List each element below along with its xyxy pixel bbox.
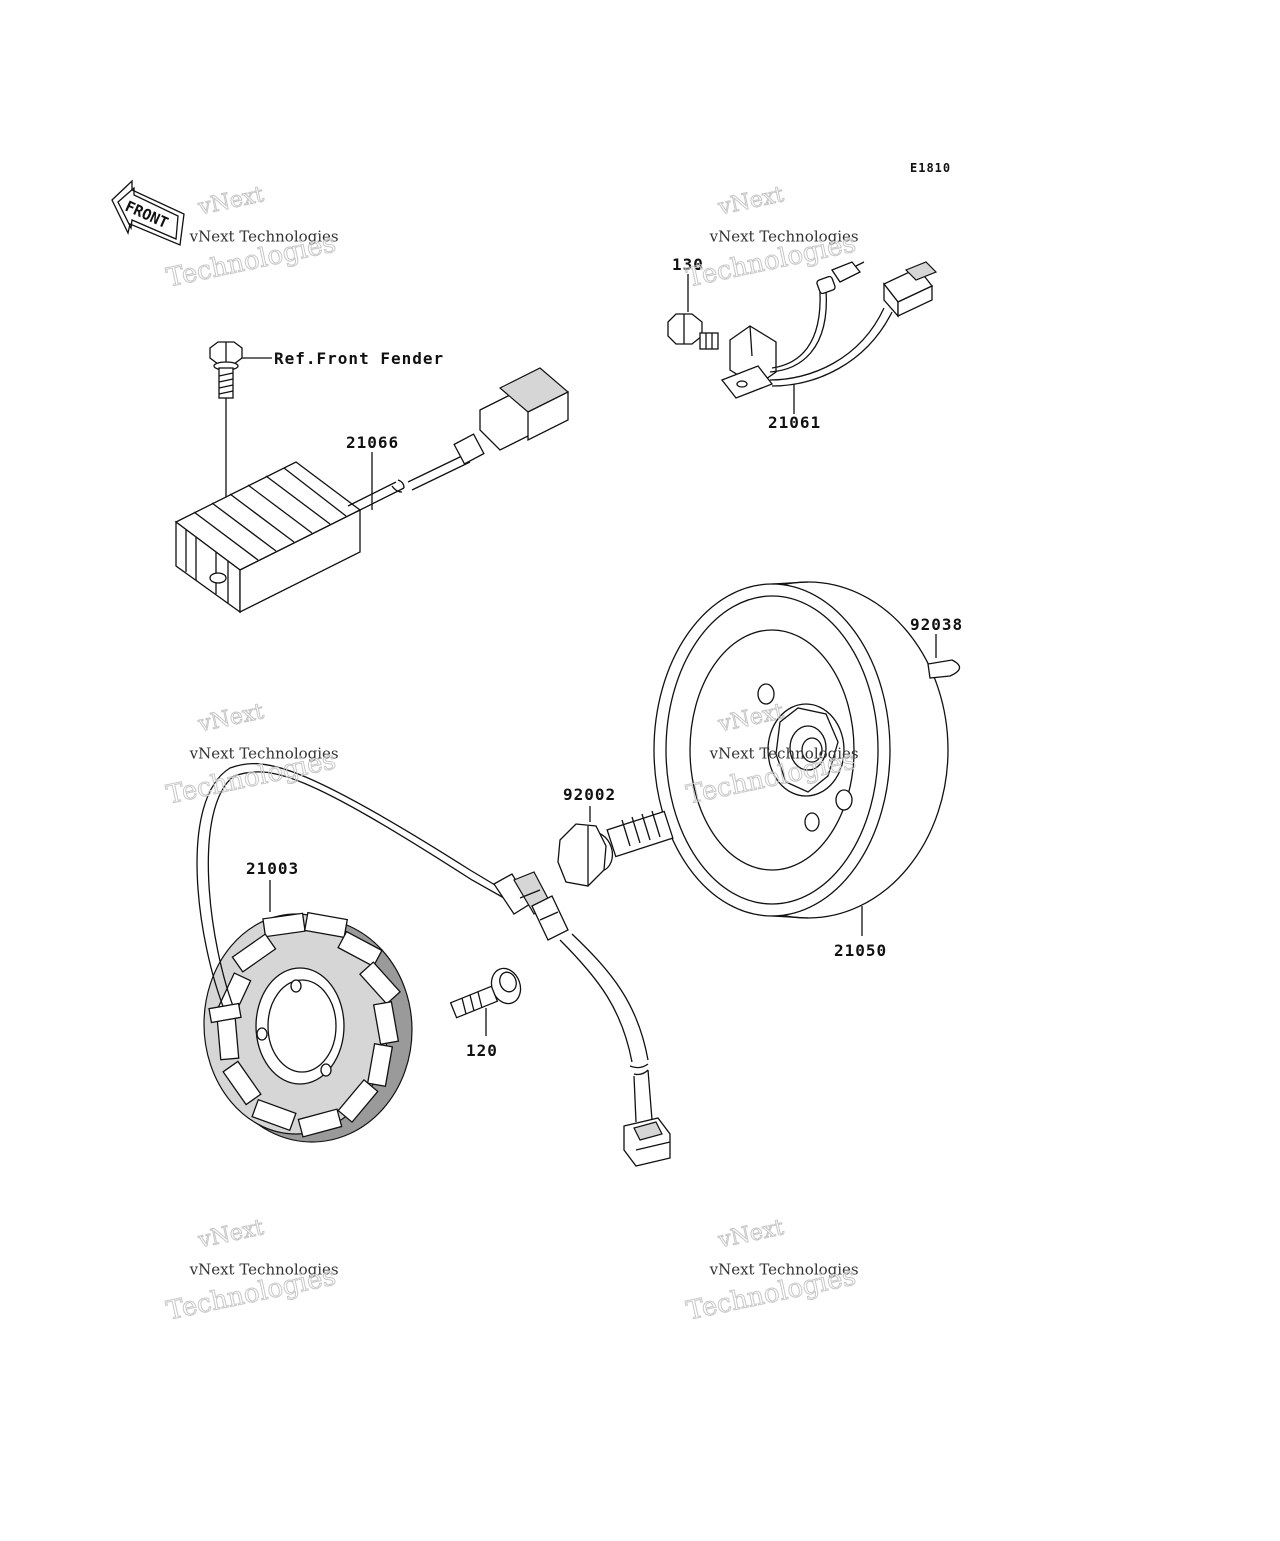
svg-text:vNext: vNext	[715, 1215, 786, 1253]
svg-text:vNext Technologies: vNext Technologies	[189, 1260, 339, 1278]
front-arrow-icon: FRONT	[111, 179, 185, 246]
part-label-sensor: 21061	[768, 413, 821, 432]
regulator-drawing: Ref.Front Fender 21066	[174, 341, 570, 614]
part-label-rotor: 21050	[834, 941, 887, 960]
svg-text:vNext Technologies: vNext Technologies	[189, 744, 339, 762]
woodruff-key-icon	[927, 634, 961, 679]
part-label-regulator: 21066	[346, 433, 399, 452]
svg-text:vNext Technologies: vNext Technologies	[709, 744, 859, 762]
watermark: vNext vNext Technologies Technologies	[163, 1215, 339, 1327]
stator-bolt-icon	[449, 967, 522, 1036]
svg-text:vNext: vNext	[715, 182, 786, 220]
svg-text:vNext Technologies: vNext Technologies	[709, 227, 859, 245]
svg-text:vNext Technologies: vNext Technologies	[709, 1260, 859, 1278]
rotor-drawing: 21050	[653, 581, 949, 960]
stator-drawing	[196, 762, 671, 1167]
watermark: vNext vNext Technologies Technologies	[683, 1215, 859, 1327]
watermark: vNext vNext Technologies Technologies	[163, 699, 339, 811]
svg-text:vNext Technologies: vNext Technologies	[189, 227, 339, 245]
part-label-sensor-bolt: 130	[672, 255, 704, 274]
svg-text:vNext: vNext	[195, 699, 266, 737]
fender-bolt-icon	[209, 341, 243, 590]
sensor-drawing: 130 21061	[667, 255, 938, 432]
part-label-key: 92038	[910, 615, 963, 634]
part-label-stator: 21003	[246, 859, 299, 878]
part-label-stator-bolt: 120	[466, 1041, 498, 1060]
rotor-bolt-icon	[557, 806, 674, 887]
svg-text:vNext: vNext	[195, 182, 266, 220]
diagram-code: E1810	[910, 161, 951, 175]
sensor-bolt-icon	[667, 274, 719, 350]
part-label-rotor-bolt: 92002	[563, 785, 616, 804]
ref-front-fender-label: Ref.Front Fender	[274, 349, 444, 368]
svg-text:vNext: vNext	[195, 1215, 266, 1253]
